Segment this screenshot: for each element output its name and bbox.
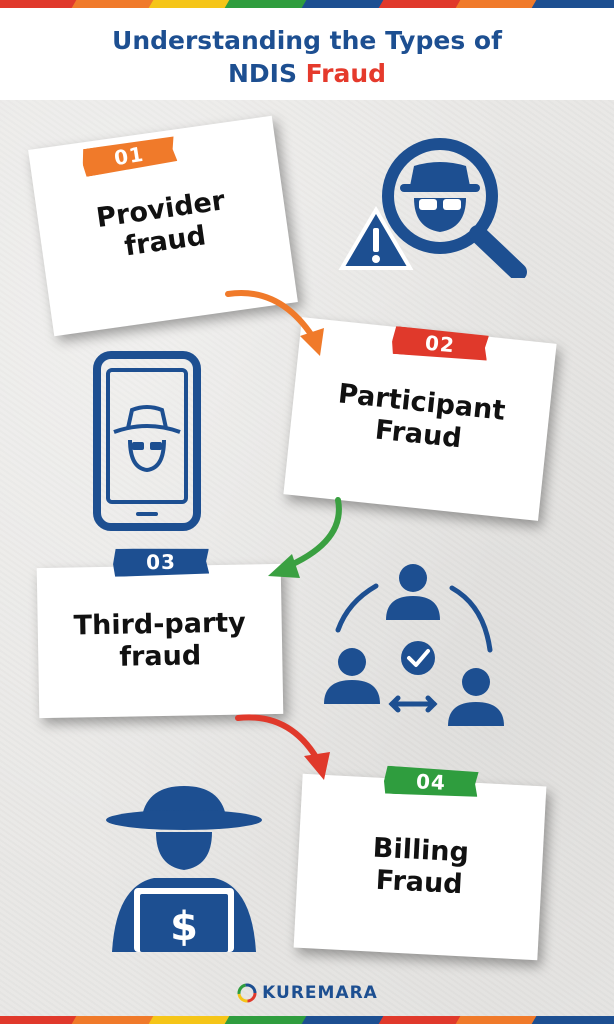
stripe-segment [0, 1016, 83, 1024]
step-label: Billing Fraud [370, 832, 470, 902]
stripe-segment [71, 0, 159, 8]
stripe-segment [531, 0, 614, 8]
top-color-stripe [0, 0, 614, 8]
brand-footer: KUREMARA [0, 980, 614, 1006]
stripe-segment [0, 0, 83, 8]
arrow-2-to-3 [268, 497, 342, 578]
stripe-segment [378, 1016, 466, 1024]
smartphone-spy-icon [93, 351, 201, 531]
step-card-third-party: Third-party fraud [36, 563, 284, 719]
step-number-tag: 03 [113, 547, 209, 577]
step-card-billing: Billing Fraud [293, 773, 547, 961]
title-accent: Fraud [305, 59, 387, 88]
step-label: Participant Fraud [333, 378, 507, 459]
stripe-segment [378, 0, 466, 8]
stripe-segment [148, 1016, 236, 1024]
step-label-line: Fraud [375, 864, 464, 901]
title-line-2: NDIS Fraud [0, 57, 614, 90]
step-label: Third-party fraud [73, 608, 246, 675]
arrow-1-to-2 [225, 290, 324, 356]
page-title: Understanding the Types of NDIS Fraud [0, 24, 614, 90]
arrow-3-to-4 [235, 714, 330, 780]
spy-magnifier-warning-icon [338, 138, 527, 278]
header: Understanding the Types of NDIS Fraud [0, 8, 614, 100]
stripe-segment [148, 0, 236, 8]
brand-name: KUREMARA [262, 983, 378, 1003]
step-label: Provider fraud [94, 185, 231, 266]
title-line-1: Understanding the Types of [112, 26, 502, 55]
title-prefix: NDIS [227, 59, 306, 88]
stripe-segment [301, 0, 390, 8]
step-label-line: fraud [119, 640, 202, 673]
stripe-segment [224, 0, 313, 8]
stripe-segment [301, 1016, 390, 1024]
stripe-segment [224, 1016, 313, 1024]
bottom-color-stripe [0, 1016, 614, 1024]
stripe-segment [71, 1016, 159, 1024]
step-label-line: Billing [372, 832, 470, 869]
kuremara-logo-icon [237, 983, 257, 1003]
stripe-segment [531, 1016, 614, 1024]
hacker-laptop-dollar-icon: $ [106, 786, 262, 952]
stripe-segment [455, 0, 543, 8]
stripe-segment [455, 1016, 543, 1024]
svg-text:$: $ [170, 904, 198, 950]
step-label-line: Third-party [73, 607, 247, 642]
three-people-network-icon [324, 564, 504, 726]
